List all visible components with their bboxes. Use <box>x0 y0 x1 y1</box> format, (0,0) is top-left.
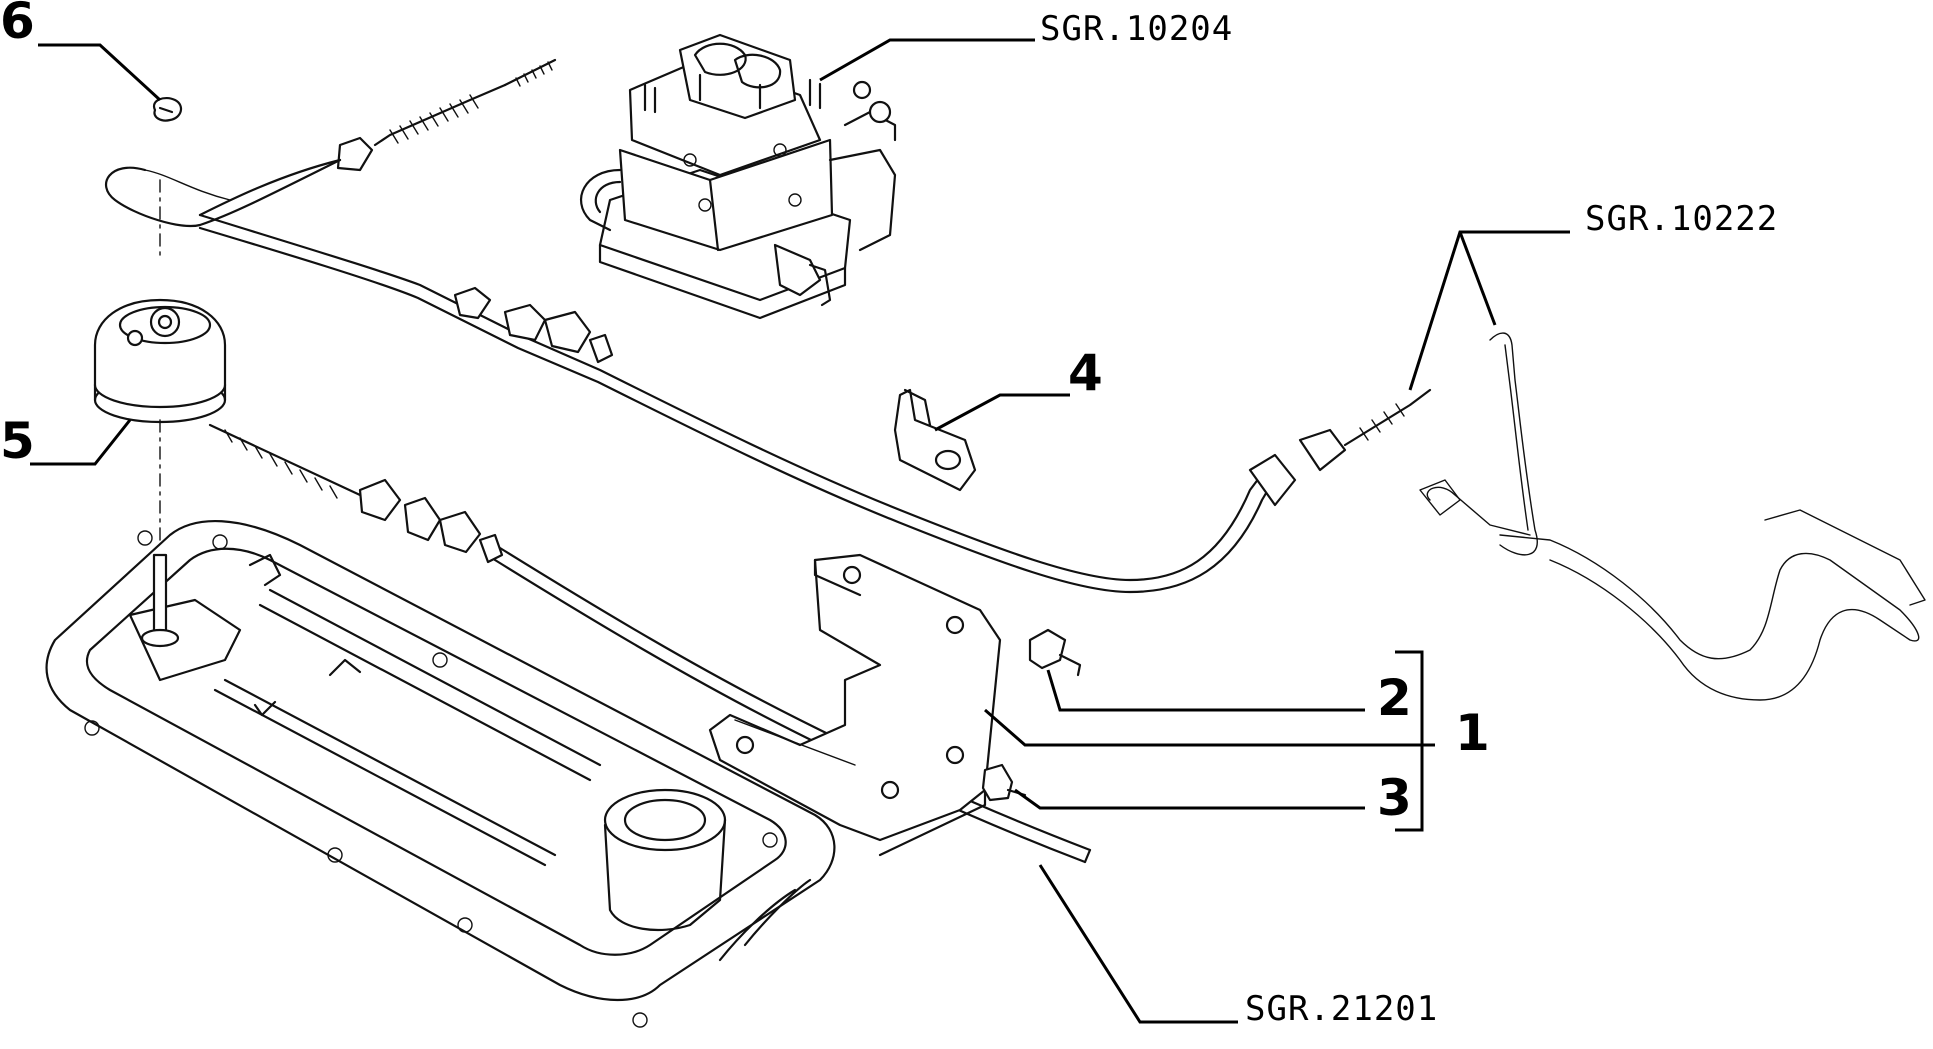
callout-3: 3 <box>1377 769 1412 827</box>
callout-4: 4 <box>1068 344 1103 402</box>
clip-drawing <box>893 388 977 492</box>
callout-5: 5 <box>0 412 35 470</box>
leader-lines <box>30 38 1570 1024</box>
pedal-drawing <box>1419 332 1926 701</box>
rocker-cover-drawing <box>45 519 836 1028</box>
pulley-drawing <box>93 298 227 541</box>
reference-cover: SGR.21201 <box>1245 989 1438 1029</box>
callout-2: 2 <box>1377 669 1412 727</box>
reference-pedal: SGR.10222 <box>1585 199 1778 239</box>
reference-carburetor: SGR.10204 <box>1040 9 1233 49</box>
clip-2-drawing <box>1028 628 1082 677</box>
accelerator-cable-drawing <box>208 423 1092 864</box>
bracket-drawing <box>708 553 1002 857</box>
carburetor-drawing <box>579 33 897 320</box>
throttle-cable-drawing <box>104 58 1432 594</box>
callout-1: 1 <box>1455 704 1490 762</box>
clip-6-drawing <box>152 96 183 122</box>
callout-6: 6 <box>0 0 35 50</box>
clip-3-drawing <box>981 763 1027 802</box>
